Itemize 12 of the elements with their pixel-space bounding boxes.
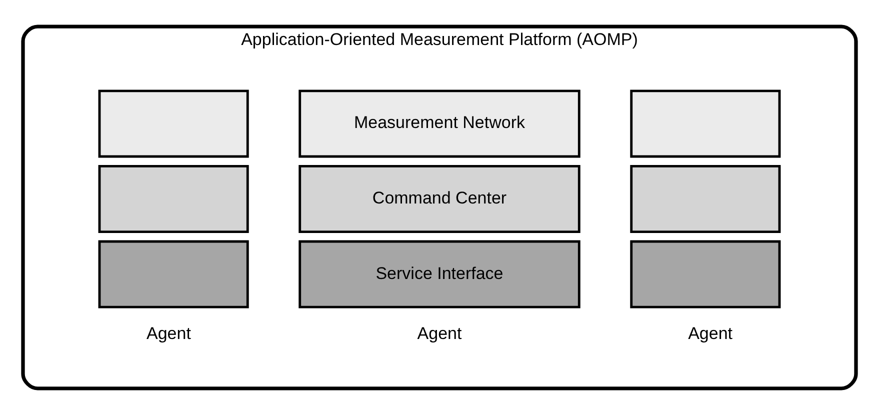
node-box: Command Center xyxy=(298,165,580,233)
node-box xyxy=(630,240,781,308)
node-box xyxy=(630,90,781,158)
node-label: Agent xyxy=(417,324,462,343)
node-box xyxy=(98,165,249,233)
node-box: Measurement Network xyxy=(298,90,580,158)
node-box xyxy=(98,240,249,308)
node-label: Agent xyxy=(688,324,733,343)
node-label: Agent xyxy=(146,324,191,343)
node-box xyxy=(630,165,781,233)
node-box xyxy=(98,90,249,158)
node-box: Service Interface xyxy=(298,240,580,308)
